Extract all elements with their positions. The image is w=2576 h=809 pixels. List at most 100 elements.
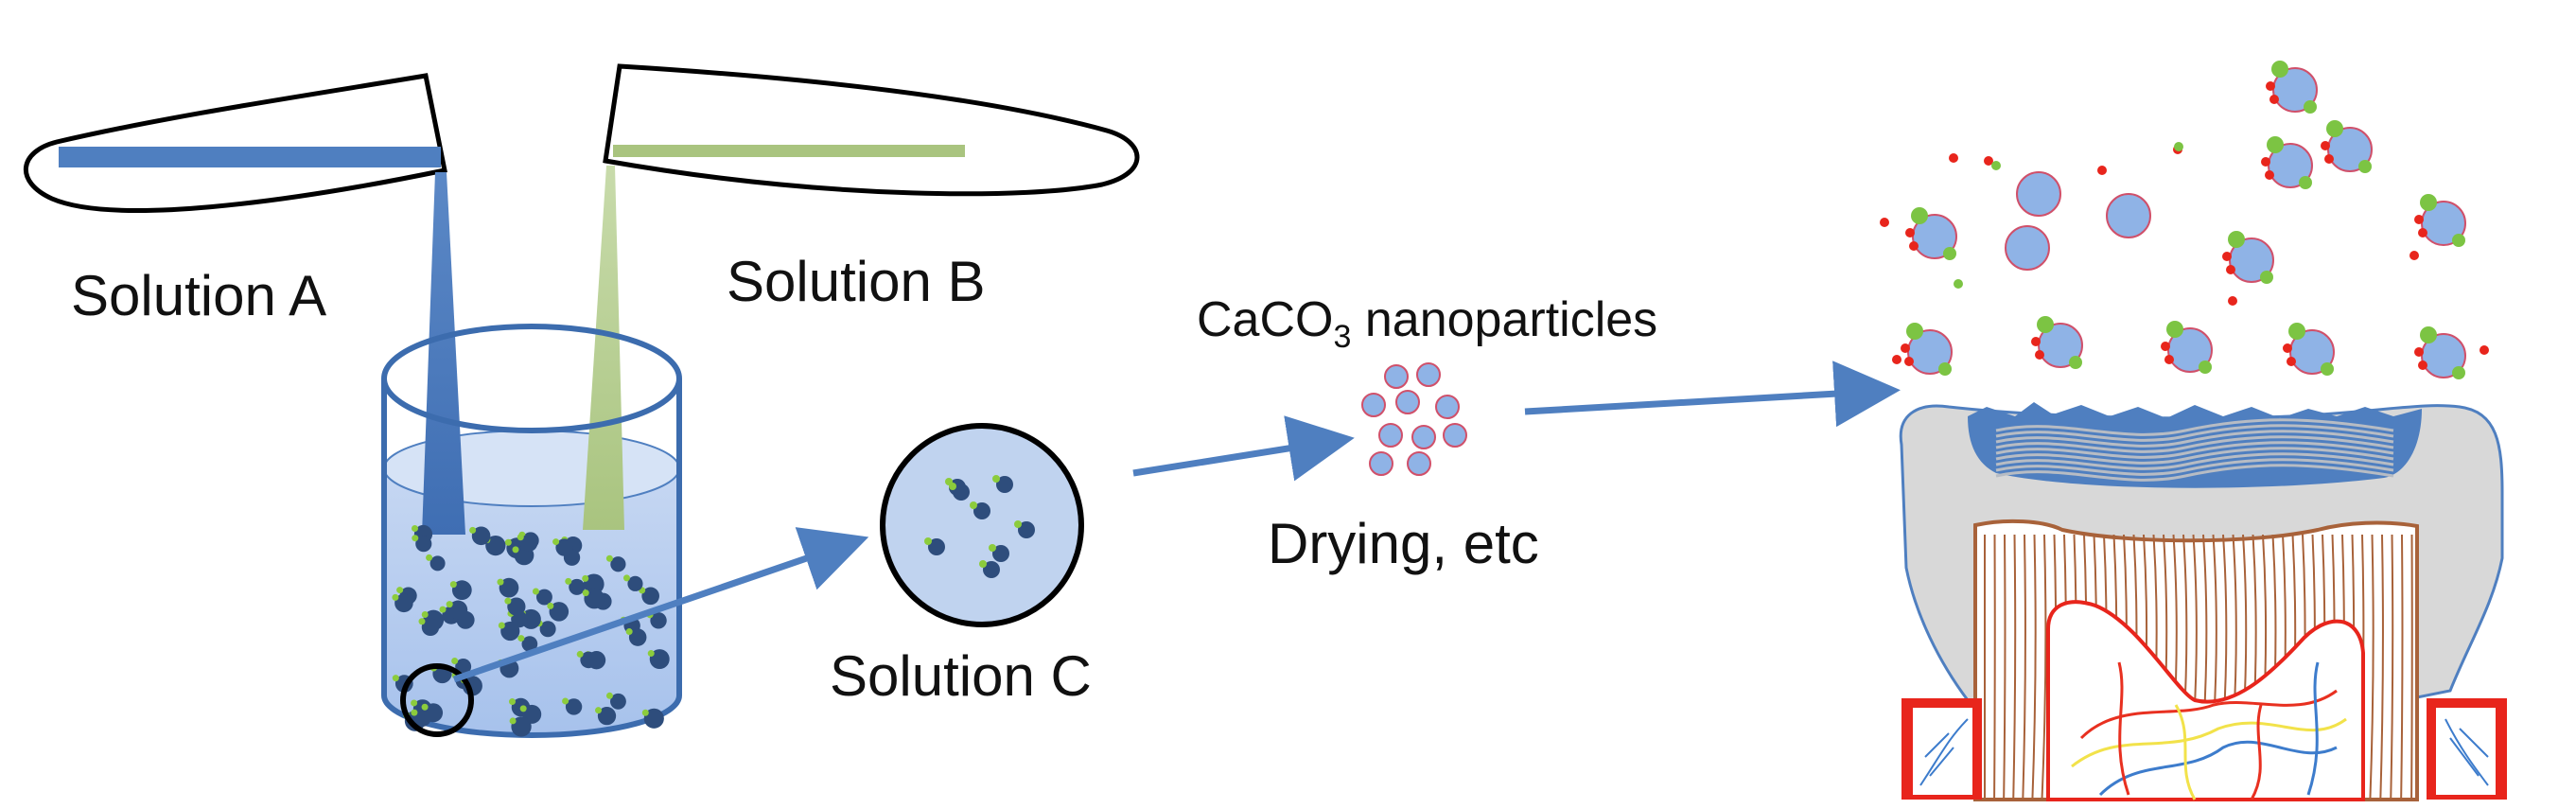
nanoparticle <box>1361 393 1386 417</box>
green-ligand <box>2260 271 2273 284</box>
tooth-icon <box>1899 402 2507 801</box>
beaker-particle <box>455 658 472 675</box>
beaker-particle-tag <box>469 526 477 534</box>
beaker-particle-tag <box>497 578 504 586</box>
beaker-particle <box>499 577 519 598</box>
magnifier-circle-icon <box>400 663 474 737</box>
tubule <box>2379 534 2384 800</box>
red-ligand <box>1904 357 1914 366</box>
collagen-fiber <box>1995 441 2394 459</box>
green-ligand <box>2358 160 2372 173</box>
beaker-particle-tag <box>504 538 512 546</box>
green-ligand <box>1911 207 1928 224</box>
beaker-particle-tag <box>504 597 512 605</box>
nanoparticle <box>1369 451 1393 476</box>
beaker-particle-tag <box>411 709 418 716</box>
beaker-particle <box>520 608 541 629</box>
green-ligand <box>1906 323 1923 340</box>
beaker-particle-tag <box>641 709 649 716</box>
beaker-particle-tag <box>552 538 560 546</box>
green-ligand <box>2452 366 2465 379</box>
solution-c-particle-tag <box>924 537 932 545</box>
tubule <box>2400 534 2404 800</box>
solution-c-particle-tag <box>949 483 956 490</box>
beaker-particle <box>415 536 432 553</box>
solution-c-label: Solution C <box>830 644 1092 708</box>
collagen-fiber <box>1995 452 2394 470</box>
beaker-particle <box>535 589 552 606</box>
tubule <box>2022 534 2026 800</box>
beaker-particle <box>650 612 667 629</box>
green-ligand <box>2069 356 2082 369</box>
pulp-vessels <box>2071 661 2347 800</box>
green-ligand <box>2166 321 2183 338</box>
beaker-particle-tag <box>605 554 613 562</box>
beaker-particle-tag <box>446 601 453 608</box>
beaker-particle <box>424 703 444 723</box>
beaker-particle <box>569 578 586 595</box>
free-ion <box>1892 355 1901 364</box>
nanoparticle <box>1378 423 1403 448</box>
caco3-prefix: CaCO <box>1197 292 1333 347</box>
red-ligand <box>2269 95 2279 104</box>
solution-c-particle <box>928 538 945 555</box>
beaker-particle-tag <box>396 587 404 594</box>
red-ligand <box>1905 228 1915 237</box>
beaker-particle-tag <box>517 635 525 642</box>
stream-b <box>583 166 624 530</box>
pipette-icon <box>23 73 447 213</box>
beaker-particle-tag <box>595 707 603 714</box>
green-ligand <box>2326 120 2343 137</box>
beaker-particle <box>580 651 597 669</box>
beaker-particle-tag <box>451 657 459 664</box>
beaker-particle-tag <box>392 593 399 601</box>
solution-c-particle <box>973 502 990 519</box>
application-arrow <box>1524 361 1901 428</box>
solution-b-liquid <box>613 145 965 157</box>
caco3-suffix: nanoparticles <box>1351 292 1657 347</box>
beaker-particle-tag <box>392 675 399 682</box>
collagen-fiber <box>1995 458 2394 476</box>
beaker-particle <box>549 602 570 622</box>
functionalized-particle <box>2016 171 2061 217</box>
red-ligand <box>2418 361 2427 370</box>
nanoparticle <box>1407 451 1431 476</box>
beaker-particle-tag <box>625 628 633 636</box>
solution-c-particle <box>992 545 1009 562</box>
pipette-icon <box>603 63 1140 197</box>
tubule <box>2390 534 2394 800</box>
green-ligand <box>1938 362 1952 376</box>
red-ligand <box>2265 170 2274 180</box>
beaker-particle-tag <box>411 525 418 533</box>
solution-c-particle <box>1018 521 1035 538</box>
green-ligand <box>2271 61 2288 78</box>
collagen-fiber <box>1995 435 2394 453</box>
beaker-particle <box>448 600 468 620</box>
solution-a-liquid <box>59 147 441 167</box>
beaker-particle-tag <box>421 611 429 619</box>
free-ligand <box>1954 279 1963 289</box>
solution-b-label: Solution B <box>727 250 986 313</box>
tooth-pulp <box>2046 600 2365 801</box>
green-ligand <box>2452 234 2465 247</box>
red-ligand <box>2031 337 2041 346</box>
beaker-particle <box>565 698 583 715</box>
solution-c-circle <box>880 423 1084 627</box>
solution-c-particle-tag <box>979 560 987 568</box>
collagen-fiber <box>1995 430 2394 448</box>
beaker-particle <box>597 707 617 726</box>
solution-a-label: Solution A <box>71 264 326 327</box>
beaker-particle <box>610 693 626 710</box>
red-ligand <box>2222 252 2232 261</box>
stream-a <box>422 172 465 535</box>
zoom-arrow <box>452 527 869 683</box>
red-ligand <box>2226 265 2235 274</box>
red-ligand <box>2261 157 2270 167</box>
beaker-particle <box>429 555 446 572</box>
beaker-particle-tag <box>547 602 554 609</box>
beaker-particles <box>392 524 670 737</box>
green-ligand <box>2420 326 2437 343</box>
beaker-particle-tag <box>449 581 457 589</box>
beaker-particle-tag <box>411 699 418 707</box>
